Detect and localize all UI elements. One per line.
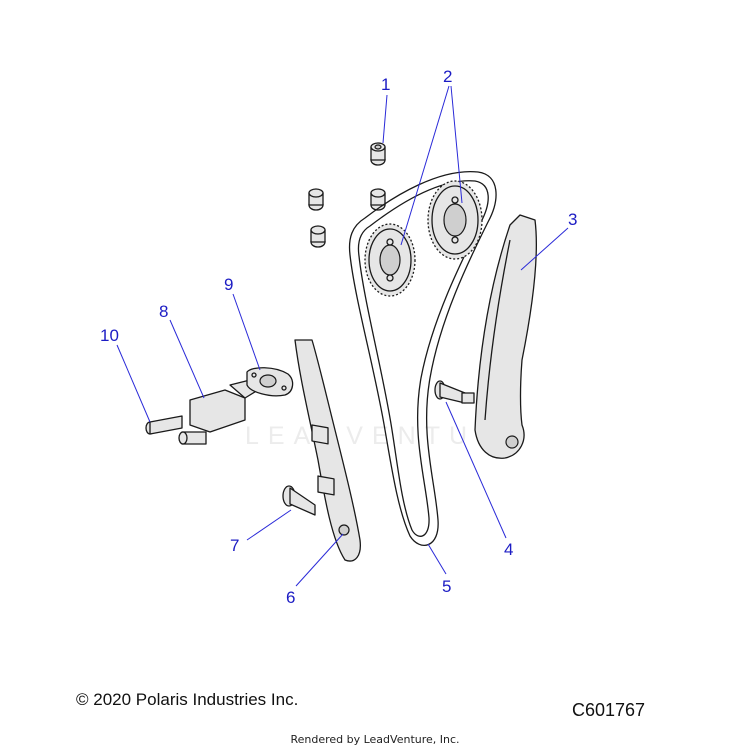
callout-7: 7 [230,536,239,555]
cam-sprocket-left-part-2[interactable] [364,223,416,297]
callout-9: 9 [224,275,233,294]
leader-9 [232,293,261,371]
leader-5 [427,543,447,575]
pivot-bolt-part-4[interactable] [434,380,475,404]
diagram-id: C601767 [572,700,646,720]
tensioner-guide-part-6[interactable] [294,339,361,562]
callout-10: 10 [100,326,119,345]
leader-6 [295,533,344,587]
leader-lines [116,85,569,587]
copyright-text: © 2020 Polaris Industries Inc. [76,690,299,709]
bolt-part-1[interactable] [370,142,386,166]
tensioner-bolt-part-10[interactable] [145,415,183,435]
bolt-part-1c[interactable] [370,188,386,211]
callout-6: 6 [286,588,295,607]
timing-chain-part-5[interactable] [348,170,497,546]
gasket-part-9[interactable] [246,367,294,397]
bolt-group [308,142,386,248]
leader-1 [382,94,388,144]
callout-3: 3 [568,210,577,229]
callout-5: 5 [442,577,451,596]
guide-bolt-part-7[interactable] [282,485,316,516]
callout-4: 4 [504,540,513,559]
leader-2a [400,85,450,246]
callout-2: 2 [443,67,452,86]
callout-8: 8 [159,302,168,321]
bolt-part-1d[interactable] [310,225,326,248]
callout-1: 1 [381,75,390,94]
leader-10 [116,344,151,423]
leader-7 [246,509,292,541]
cam-sprocket-right-part-2[interactable] [427,180,483,260]
bolt-part-1b[interactable] [308,188,324,211]
leader-4 [445,401,507,539]
leader-3 [520,227,569,271]
leader-8 [169,319,205,399]
rendered-by-text: Rendered by LeadVenture, Inc. [290,733,460,746]
leader-2b [450,85,463,204]
leadventure-watermark: LEADVENTURE [245,422,529,450]
chain-guide-part-3[interactable] [474,214,537,459]
chain-tensioner-part-8[interactable] [178,379,259,445]
